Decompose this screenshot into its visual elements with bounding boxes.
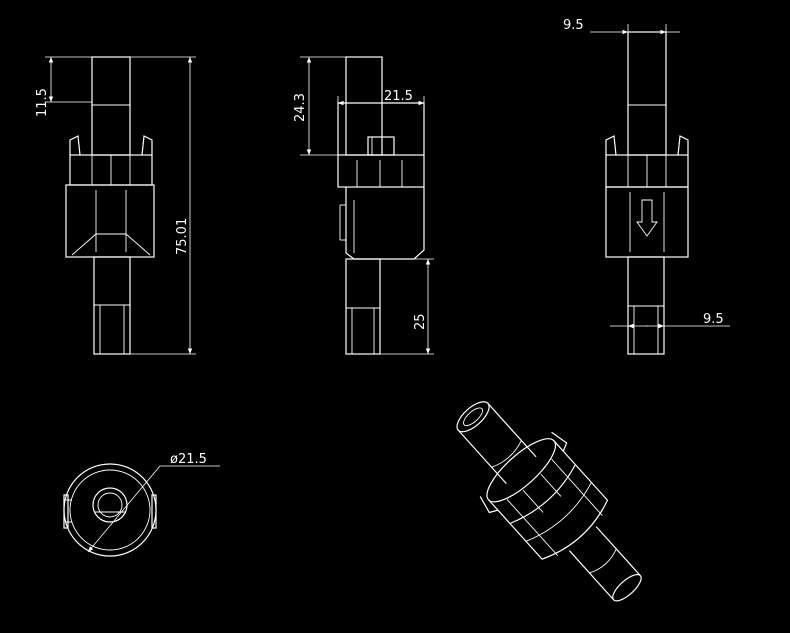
dim-11-5: 11.5: [35, 88, 50, 117]
dim-24-3: 24.3: [293, 93, 308, 122]
dim-21-5: 21.5: [384, 89, 413, 104]
dim-9-5-top: 9.5: [563, 18, 584, 33]
dim-25: 25: [413, 313, 428, 330]
plan-view: ø21.5: [63, 452, 220, 557]
isometric-view: [456, 401, 642, 602]
dim-diameter: ø21.5: [170, 452, 207, 467]
dim-75-01: 75.01: [175, 218, 190, 255]
side-view: 24.3 21.5 25: [293, 56, 434, 355]
dim-9-5-bottom: 9.5: [703, 312, 724, 327]
front-view: 11.5 75.01: [35, 56, 196, 355]
rear-view: 9.5 9.5: [563, 18, 730, 355]
